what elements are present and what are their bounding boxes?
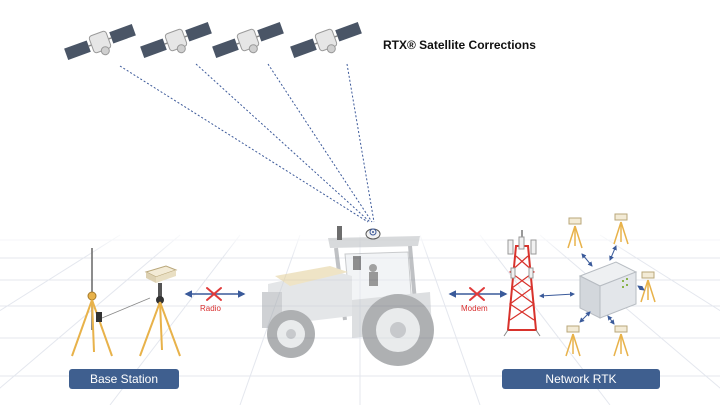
reference-station-icon [565,325,581,357]
satellite-icon [140,22,212,58]
cell-tower-icon [503,230,541,337]
receiver-cable [101,297,151,319]
reference-station-icon [640,271,656,303]
satellite-icon [64,24,136,60]
tractor-icon [262,236,434,366]
reference-station-icon [613,325,629,357]
satellite-corrections-title: RTX® Satellite Corrections [383,38,536,52]
modem-blocked-cross-icon [469,287,485,301]
server-box-icon [578,261,638,319]
radio-blocked-cross-icon [206,287,222,301]
modem-label: Modem [461,304,488,313]
tractor-gnss-antenna-icon [337,226,381,240]
tower-server-arrow [539,291,575,299]
network-arrows [579,245,645,325]
base-station-label: Base Station [69,369,179,389]
rover-pole-icon [71,248,113,357]
satellite-icon [290,22,362,58]
network-rtk-label: Network RTK [502,369,660,389]
reference-station-icon [567,217,583,249]
satellite-icon [212,22,284,58]
satellite-signal-lines [119,63,375,223]
reference-station-icon [613,213,629,245]
gnss-receiver-icon [139,265,181,357]
radio-label: Radio [200,304,221,313]
